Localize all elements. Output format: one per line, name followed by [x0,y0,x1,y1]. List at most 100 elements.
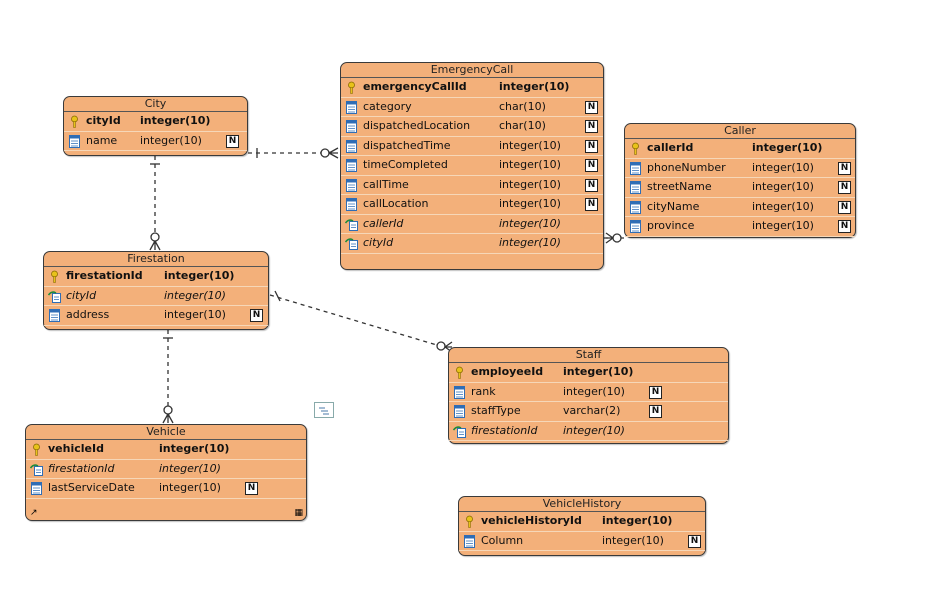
column-type: integer(10) [752,160,814,174]
column-type: varchar(2) [563,404,621,417]
column-row[interactable]: vehicleHistoryId integer(10) [459,512,705,532]
nullable-flag-icon[interactable]: N [838,220,851,233]
diagram-note-icon[interactable] [314,402,334,418]
column-type: integer(10) [563,384,625,398]
nullable-flag-icon[interactable]: N [838,161,851,175]
column-row[interactable]: cityId integer(10) [341,234,603,254]
column-type: integer(10) [752,141,823,154]
nullable-flag-icon[interactable]: N [226,134,239,148]
column-name: streetName [647,180,712,193]
column-type: integer(10) [499,236,561,249]
column-row[interactable]: streetName integer(10) N [625,178,855,198]
column-name: province [647,219,695,232]
column-name: cityId [363,236,394,249]
column-name: emergencyCallId [363,80,467,93]
column-icon [453,405,466,418]
column-type: integer(10) [499,138,561,152]
nullable-flag-icon[interactable]: N [585,100,598,114]
key-icon [463,515,476,528]
key-icon [68,115,81,128]
nullable-flag-icon[interactable]: N [585,159,598,172]
nullable-flag-icon[interactable]: N [838,181,851,194]
nullable-flag-icon[interactable]: N [585,198,598,211]
column-row[interactable]: callerId integer(10) [625,139,855,159]
column-name: callerId [647,141,694,154]
column-icon [629,161,642,175]
column-type: integer(10) [602,533,664,547]
column-type: integer(10) [499,216,561,230]
nullable-flag-icon[interactable]: N [585,178,598,192]
column-icon [345,139,358,153]
column-icon [68,134,81,148]
column-icon [629,181,642,194]
nullable-flag-icon[interactable]: N [649,405,662,418]
nullable-flag-icon[interactable]: N [250,309,263,322]
column-type: integer(10) [752,180,814,193]
column-icon [463,534,476,548]
column-type: integer(10) [140,133,202,147]
column-name: callTime [363,177,409,191]
column-name: vehicleHistoryId [481,514,582,527]
column-name: firestationId [471,423,538,437]
nullable-flag-icon[interactable]: N [838,200,851,214]
column-name: address [66,308,110,321]
column-type: char(10) [499,119,546,132]
column-row[interactable]: phoneNumber integer(10) N [625,159,855,178]
nullable-flag-icon[interactable]: N [585,139,598,153]
nullable-flag-icon[interactable]: N [688,534,701,548]
column-type: integer(10) [159,461,221,475]
column-type: integer(10) [563,365,634,378]
foreign-key-icon [47,290,61,303]
column-icon [629,200,642,214]
entity-title: EmergencyCall [341,63,603,78]
nullable-flag-icon[interactable]: N [649,385,662,399]
column-icon [345,100,358,114]
nullable-flag-icon[interactable]: N [585,120,598,133]
entity-title: City [64,97,247,112]
column-type: integer(10) [164,269,235,282]
column-row[interactable]: cityId integer(10) [44,287,268,306]
column-type: integer(10) [164,288,226,302]
column-name: phoneNumber [647,160,726,174]
column-name: cityId [66,288,97,302]
entity-options-icon[interactable]: ▦ [294,508,303,518]
column-type: integer(10) [602,514,673,527]
resize-handle-icon[interactable]: ↗ [30,508,38,518]
nullable-flag-icon[interactable]: N [245,482,258,495]
column-type: integer(10) [752,199,814,213]
